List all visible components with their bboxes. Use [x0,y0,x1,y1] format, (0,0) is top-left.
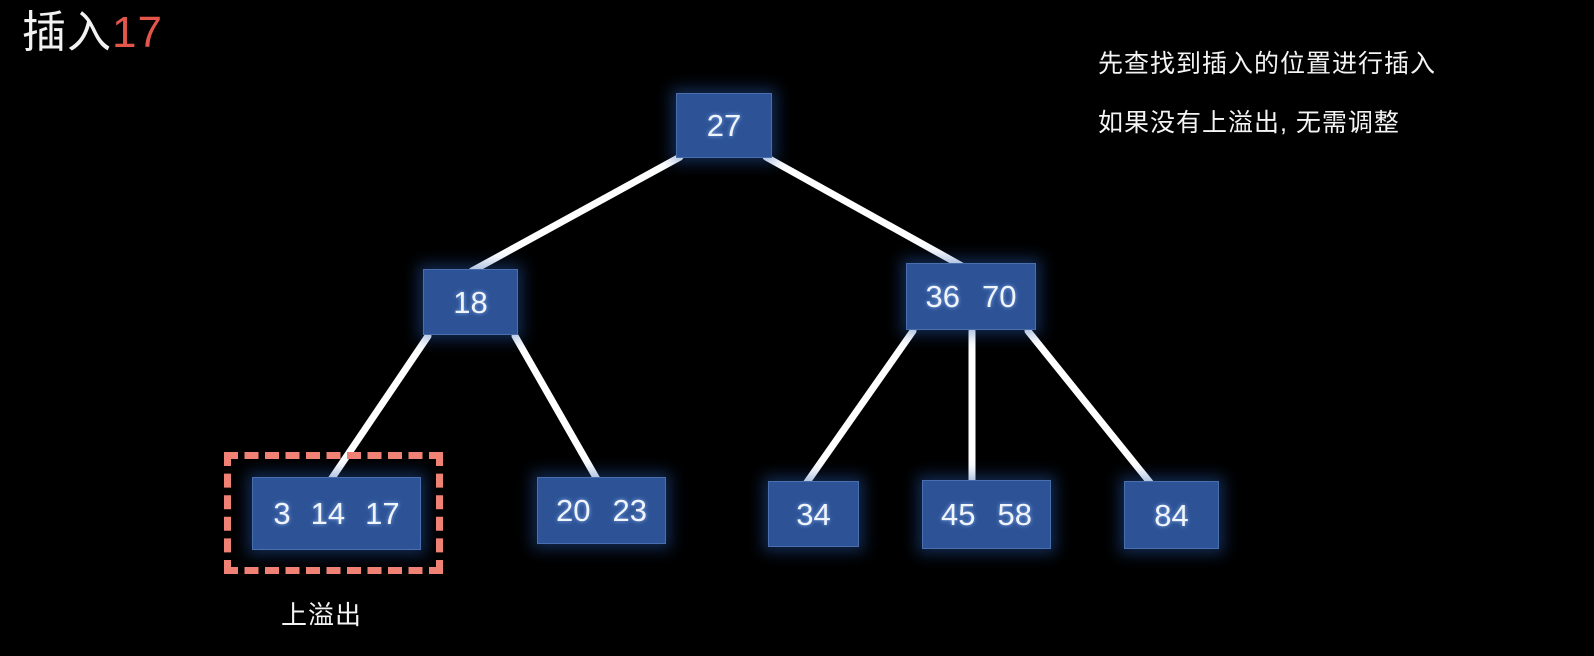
node-key-list: 36 70 [907,281,1035,312]
node-key-list: 45 58 [923,499,1050,530]
tree-edge [801,327,917,489]
tree-edge [762,153,966,270]
page-title-prefix: 插入 [22,8,112,57]
node-key: 17 [365,496,400,531]
annotation-line-2: 如果没有上溢出, 无需调整 [1098,109,1400,137]
node-key-list: 34 [769,499,858,530]
page-title-value: 17 [112,8,163,57]
tree-edge [326,332,432,485]
node-key: 27 [706,108,742,143]
node-key-list: 3 14 17 [253,498,420,529]
node-key-list: 84 [1125,500,1218,531]
tree-node-n84[interactable]: 84 [1124,481,1219,549]
node-key: 18 [453,284,488,320]
node-key-list: 18 [424,287,517,318]
tree-node-n31417[interactable]: 3 14 17 [252,477,421,550]
node-key: 34 [796,496,831,532]
tree-node-n27[interactable]: 27 [676,93,772,158]
tree-edge [1024,327,1156,489]
node-key: 23 [612,493,647,528]
node-key: 84 [1154,497,1189,533]
node-key: 70 [982,279,1017,314]
overflow-label: 上溢出 [281,600,363,630]
tree-node-n4558[interactable]: 45 58 [922,480,1051,549]
node-key: 36 [925,279,960,314]
page-title: 插入17 [22,8,163,57]
node-key: 14 [310,496,346,531]
node-key: 3 [273,496,291,531]
node-key: 45 [941,497,976,532]
tree-edge [468,153,684,275]
node-key: 58 [997,497,1032,532]
tree-node-n3670[interactable]: 36 70 [906,263,1036,330]
annotation-block: 先查找到插入的位置进行插入 如果没有上溢出, 无需调整 [1098,52,1568,170]
tree-edge [511,332,602,485]
node-key-list: 27 [677,110,771,141]
tree-node-n18[interactable]: 18 [423,269,518,335]
node-key: 20 [556,493,591,528]
annotation-line-1: 先查找到插入的位置进行插入 [1098,50,1437,78]
tree-node-n34[interactable]: 34 [768,481,859,547]
